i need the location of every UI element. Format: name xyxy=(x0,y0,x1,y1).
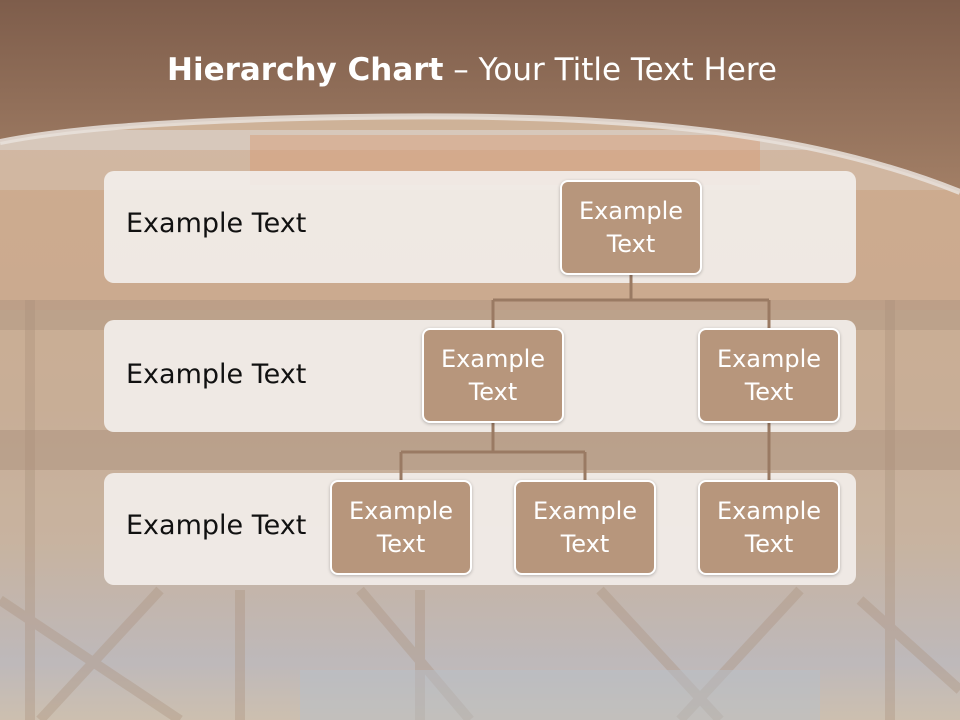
slide-title: Hierarchy Chart – Your Title Text Here xyxy=(0,52,944,88)
node-level1-left[interactable]: Example Text xyxy=(422,328,564,423)
row-label-3: Example Text xyxy=(126,510,307,541)
header-band xyxy=(0,0,960,195)
node-level2-a[interactable]: Example Text xyxy=(330,480,472,575)
node-root-text: Example Text xyxy=(578,196,684,258)
node-level1-left-text: Example Text xyxy=(440,344,546,406)
node-root[interactable]: Example Text xyxy=(560,180,702,275)
node-level2-b[interactable]: Example Text xyxy=(514,480,656,575)
title-bold: Hierarchy Chart xyxy=(167,52,444,88)
row-label-2: Example Text xyxy=(126,359,307,390)
node-level1-right-text: Example Text xyxy=(716,344,822,406)
title-rest: – Your Title Text Here xyxy=(443,52,777,88)
node-level2-b-text: Example Text xyxy=(532,496,638,558)
node-level2-c[interactable]: Example Text xyxy=(698,480,840,575)
level-row-1 xyxy=(104,171,856,283)
node-level1-right[interactable]: Example Text xyxy=(698,328,840,423)
node-level2-a-text: Example Text xyxy=(348,496,454,558)
row-label-1: Example Text xyxy=(126,208,307,239)
node-level2-c-text: Example Text xyxy=(716,496,822,558)
